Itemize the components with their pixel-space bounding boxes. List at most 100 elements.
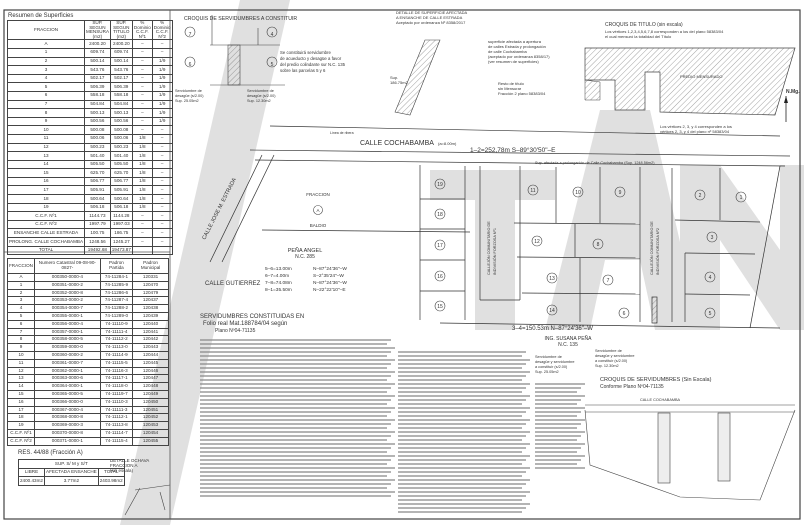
lot-marker: [546, 272, 558, 284]
table-cell: 15: [7, 389, 35, 399]
north-label: N.Mg.: [786, 89, 800, 95]
lot-marker: [694, 189, 706, 201]
table-cell: –: [131, 116, 153, 127]
title-sketch-heading: CROQUIS DE TITULO (sin escala): [605, 22, 683, 28]
table-cell: 500.08: [109, 125, 133, 135]
table-cell: 120438: [132, 304, 169, 313]
table-cell: 500.06: [84, 133, 111, 144]
servidumbres-constituidas: SERVIDUMBRES CONSTITUIDAS EN Folio real …: [200, 314, 304, 334]
table-cell: –: [151, 159, 173, 170]
table-cell: 100.75: [84, 228, 111, 239]
table-cell: 12: [6, 142, 86, 153]
table-cell: 1/8: [131, 133, 153, 144]
table-cell: 5: [6, 82, 86, 92]
table-cell: 1/8: [131, 185, 153, 196]
table-cell: 1/9: [151, 108, 173, 118]
table-cell: 8: [6, 108, 86, 118]
table-cell: 6: [7, 319, 35, 329]
table-cell: –: [151, 185, 173, 196]
table-cell: 74-11287-4: [99, 296, 134, 306]
table-cell: 19: [6, 202, 86, 213]
table-cell: 17: [7, 405, 35, 415]
table-cell: 74-11117-1: [99, 374, 134, 384]
res-header: AFECTADA ENSANCHE: [44, 467, 99, 478]
table-cell: 1/8: [131, 176, 153, 187]
svg-text:4: 4: [271, 32, 274, 38]
table-cell: –: [151, 176, 173, 187]
svg-text:(aceptado por ordenanza 8358/1: (aceptado por ordenanza 8358/17): [488, 54, 550, 59]
table-cell: 625.70: [109, 168, 133, 178]
table-cell: 501.40: [84, 151, 111, 161]
north-arrow-head-icon: [784, 96, 788, 103]
lot-number: 16: [437, 274, 443, 280]
table-cell: 2400.20: [109, 39, 133, 49]
svg-text:FRACCION: FRACCION: [306, 192, 330, 197]
table-cell: 502.17: [109, 73, 133, 84]
table-cell: 120447: [132, 374, 169, 384]
table-cell: 000363-0000-6: [34, 374, 101, 384]
table-cell: –: [131, 237, 153, 247]
line-3-4-measure: 3–4=150.53m N–87°24'36"–W: [512, 326, 593, 332]
estrada-detail: DETALLE DE SUPERFICIE AFECTADA A ENSANCH…: [390, 10, 550, 96]
svg-text:A: A: [316, 208, 319, 213]
res-value: 3.77m2: [44, 476, 99, 486]
column-header: Padron Municipal: [132, 258, 169, 274]
table-cell: C.C.F. Nº2: [6, 219, 86, 230]
ochava-detail: [124, 484, 171, 516]
table-cell: 74-11286-6: [99, 288, 134, 298]
svg-text:5–6=13.00m: 5–6=13.00m: [265, 266, 292, 272]
table-cell: –: [131, 39, 153, 49]
column-header: SUP. SEGUN MENSURA (m2): [84, 19, 111, 41]
table-cell: 1144.28: [109, 211, 133, 221]
table-cell: 74-11288-2: [99, 304, 134, 313]
street-name-cochabamba: CALLE COCHABAMBA: [360, 140, 434, 147]
table-cell: –: [131, 108, 153, 118]
res-value: 2403.98m2: [97, 476, 125, 486]
table-cell: 000369-0000-3: [34, 421, 101, 430]
fraccion-a: FRACCION A BALDIO PEÑA ANGEL N.C. 285 IN…: [288, 192, 592, 348]
table-cell: A: [6, 39, 86, 49]
svg-text:N–87°24'36"–W: N–87°24'36"–W: [313, 280, 347, 286]
table-cell: 500.08: [84, 125, 111, 135]
table-cell: –: [131, 125, 153, 135]
table-cell: 8: [7, 335, 35, 345]
table-cell: 1/9: [151, 82, 173, 92]
svg-text:Se constituirá servidumbre: Se constituirá servidumbre: [280, 50, 331, 55]
table-cell: –: [151, 39, 173, 49]
table-cell: –: [131, 73, 153, 84]
svg-text:Folio real Mat.188784/04 según: Folio real Mat.188784/04 según: [203, 321, 287, 327]
table-cell: 500.13: [109, 108, 133, 118]
table-cell: 502.17: [84, 73, 111, 84]
table-cell: 1: [6, 47, 86, 58]
table-cell: 15: [6, 168, 86, 178]
lot-number: 1: [740, 195, 743, 201]
table-cell: 16: [6, 176, 86, 187]
servitude-sketch-sin-escala: [584, 404, 796, 501]
svg-text:desagüe (s/2.00): desagüe (s/2.00): [247, 94, 276, 98]
lot-marker: [434, 239, 446, 251]
table-cell: 506.77: [109, 176, 133, 187]
table-cell: 11: [7, 358, 35, 368]
table-cell: 506.39: [84, 82, 111, 92]
table-cell: 74-11115-4: [99, 436, 134, 446]
servitude-sketch-title: CROQUIS DE SERVIDUMBRES A CONSTITUIR: [184, 16, 297, 22]
table-cell: 504.84: [84, 99, 111, 110]
lot-marker: [434, 208, 446, 220]
table-cell: –: [151, 194, 173, 204]
title-sketch-texts: CROQUIS DE TITULO (sin escala) Los vérti…: [605, 22, 800, 134]
column-header: % Dominio C.C.F. Nº1: [131, 19, 153, 41]
svg-text:superficie afectada a apertura: superficie afectada a apertura: [488, 39, 542, 44]
table-cell: 16: [7, 397, 35, 407]
table-cell: [151, 245, 173, 256]
svg-text:Línea de ribera: Línea de ribera: [330, 131, 354, 135]
